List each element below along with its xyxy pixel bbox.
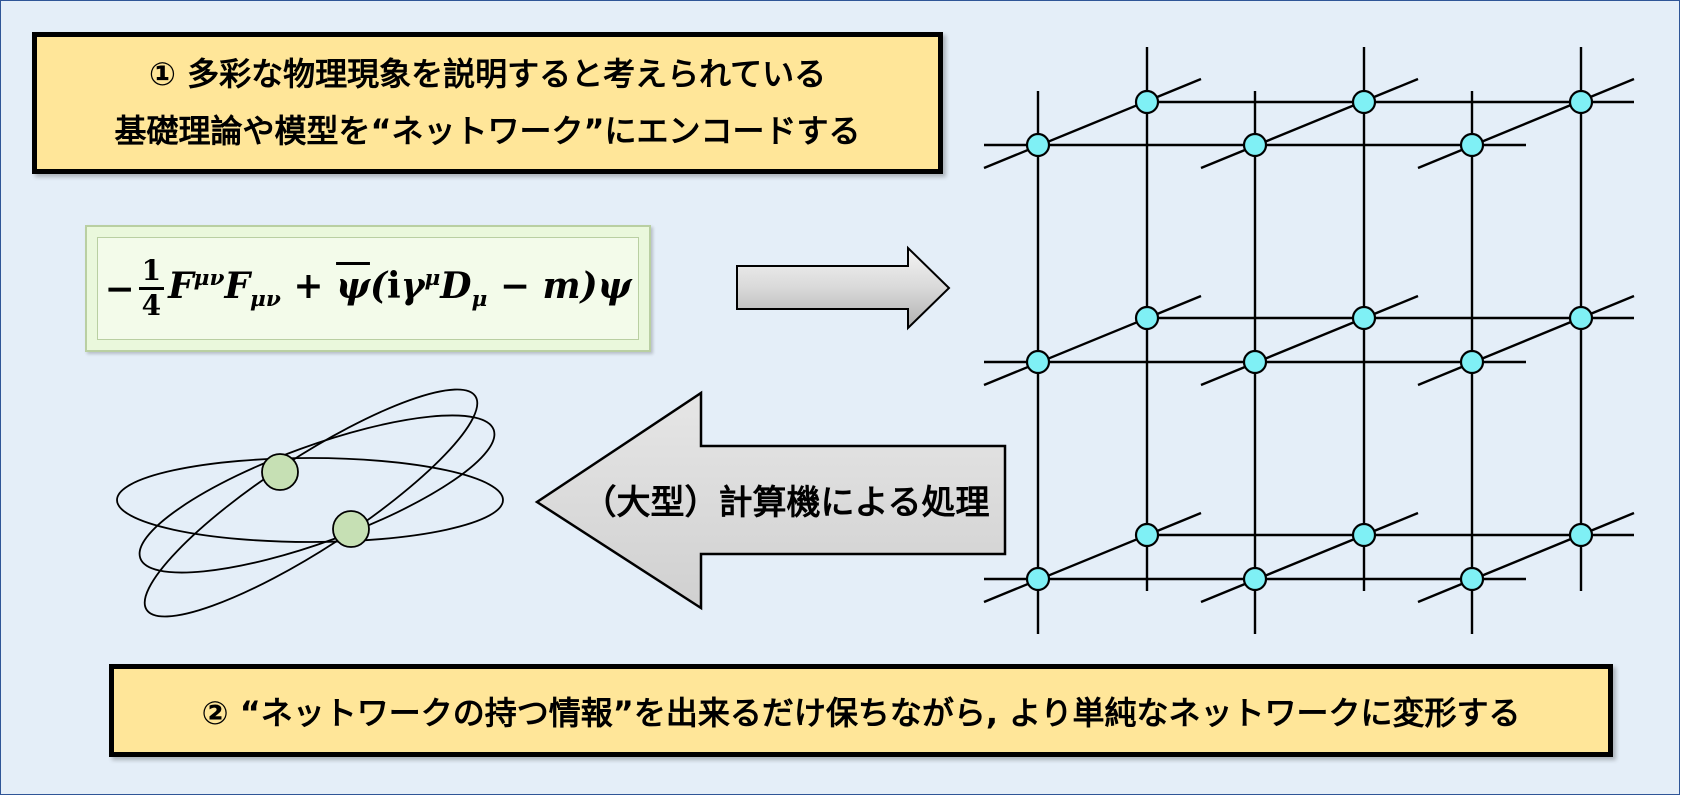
lattice-node	[1459, 349, 1485, 375]
step2-text: ② “ネットワークの持つ情報”を出来るだけ保ちながら, より単純なネットワークに…	[201, 693, 1521, 732]
lattice-node	[1025, 349, 1051, 375]
lattice-node	[1568, 305, 1594, 331]
lattice-node	[1134, 305, 1160, 331]
tensor-lattice	[983, 47, 1635, 634]
lagrangian-formula: − 1 4 FμνFμν + ψ(iγμDμ − m)ψ	[97, 237, 639, 340]
left-arrow-icon	[534, 390, 1007, 611]
network-nodes	[261, 453, 370, 548]
lattice-node	[1568, 89, 1594, 115]
process-arrow-label: （大型）計算機による処理	[582, 483, 990, 523]
lattice-node	[1025, 566, 1051, 592]
lattice-node	[1025, 132, 1051, 158]
step1-callout: ① 多彩な物理現象を説明すると考えられている 基礎理論や模型を“ネットワーク”に…	[32, 32, 943, 174]
lattice-nodes	[1025, 89, 1594, 592]
lattice-node	[1459, 132, 1485, 158]
lattice-node	[1459, 566, 1485, 592]
lagrangian-box: − 1 4 FμνFμν + ψ(iγμDμ − m)ψ	[85, 225, 651, 352]
lattice-node	[1242, 132, 1268, 158]
step1-line2: 基礎理論や模型を“ネットワーク”にエンコードする	[114, 112, 861, 150]
lattice-node	[1351, 522, 1377, 548]
network-node	[332, 510, 370, 548]
step1-line1: ① 多彩な物理現象を説明すると考えられている	[148, 55, 827, 93]
lattice-node	[1134, 89, 1160, 115]
lattice-node	[1242, 566, 1268, 592]
lattice-node	[1351, 89, 1377, 115]
simplified-network	[116, 388, 504, 618]
formula-fraction: 1 4	[138, 257, 165, 320]
lattice-node	[1568, 522, 1594, 548]
right-arrow-icon	[736, 245, 951, 331]
lattice-node	[1242, 349, 1268, 375]
network-node	[261, 453, 299, 491]
lattice-node	[1351, 305, 1377, 331]
step2-callout: ② “ネットワークの持つ情報”を出来るだけ保ちながら, より単純なネットワークに…	[109, 664, 1613, 757]
lattice-node	[1134, 522, 1160, 548]
